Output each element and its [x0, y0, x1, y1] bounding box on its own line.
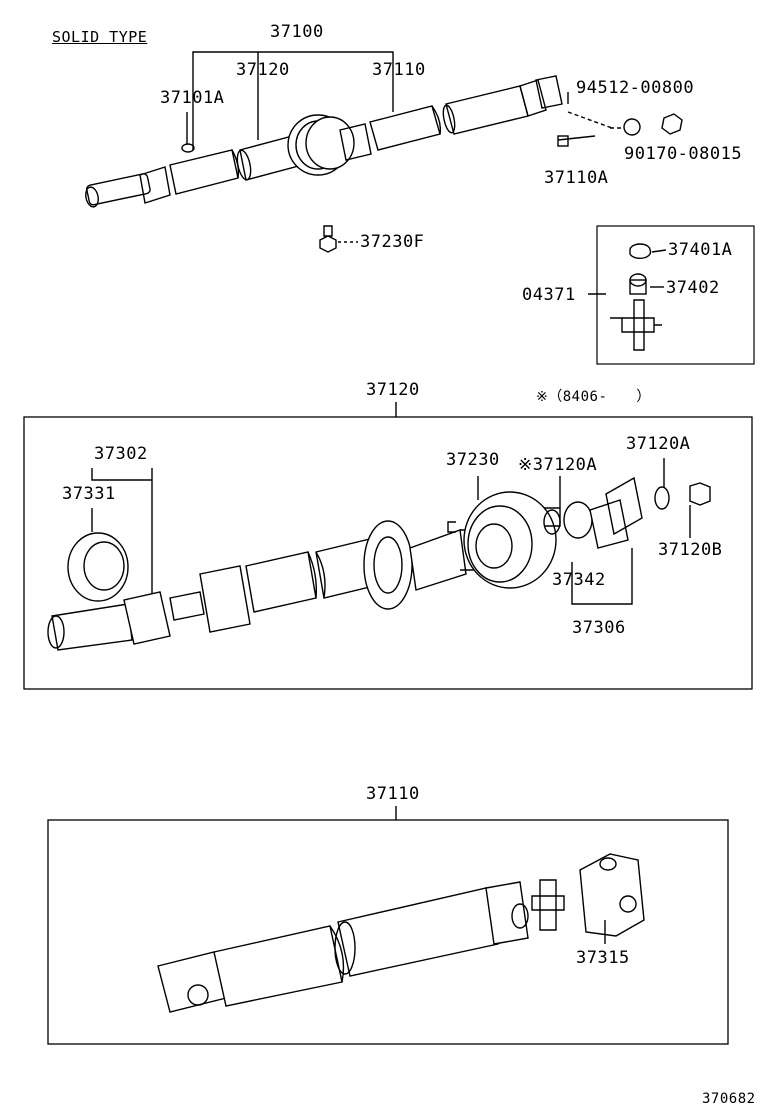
rear-u-joint-flange [531, 853, 645, 937]
label-94512-00800: 94512-00800 [576, 78, 695, 98]
label-37230: 37230 [446, 450, 500, 470]
u-joint-spider [610, 243, 662, 351]
label-37302: 37302 [94, 444, 148, 464]
label-37120b: 37120B [658, 540, 723, 560]
label-37230f: 37230F [360, 232, 425, 252]
label-37342: 37342 [552, 570, 606, 590]
label-04371: 04371 [522, 285, 576, 305]
label-37120a-star: ※37120A [518, 455, 598, 475]
label-37315: 37315 [576, 948, 630, 968]
rear-shaft [369, 75, 563, 151]
figure-id: 370682 [702, 1091, 756, 1107]
rear-propeller-shaft [157, 881, 529, 1013]
box2-title: 37110 [366, 784, 420, 804]
label-90170-08015: 90170-08015 [624, 144, 743, 164]
center-support-bearing [447, 491, 561, 589]
note-date-range: ※（8406- ） [536, 389, 651, 405]
label-37331: 37331 [62, 484, 116, 504]
flange-washer-nut [543, 476, 711, 549]
box1-title: 37120 [366, 380, 420, 400]
front-shaft [85, 143, 240, 208]
label-37100: 37100 [270, 22, 324, 42]
front-yoke-shaft [47, 520, 481, 651]
mid-shaft [236, 114, 372, 181]
flange-fasteners [557, 92, 683, 147]
label-37110a: 37110A [544, 168, 609, 188]
header-solid-type: SOLID TYPE [52, 28, 148, 46]
label-37101a: 37101A [160, 88, 225, 108]
label-37120a: 37120A [626, 434, 691, 454]
label-37402: 37402 [666, 278, 720, 298]
label-37110: 37110 [372, 60, 426, 80]
dust-cover [67, 532, 129, 602]
label-37401a: 37401A [668, 240, 733, 260]
label-37120: 37120 [236, 60, 290, 80]
label-37306: 37306 [572, 618, 626, 638]
